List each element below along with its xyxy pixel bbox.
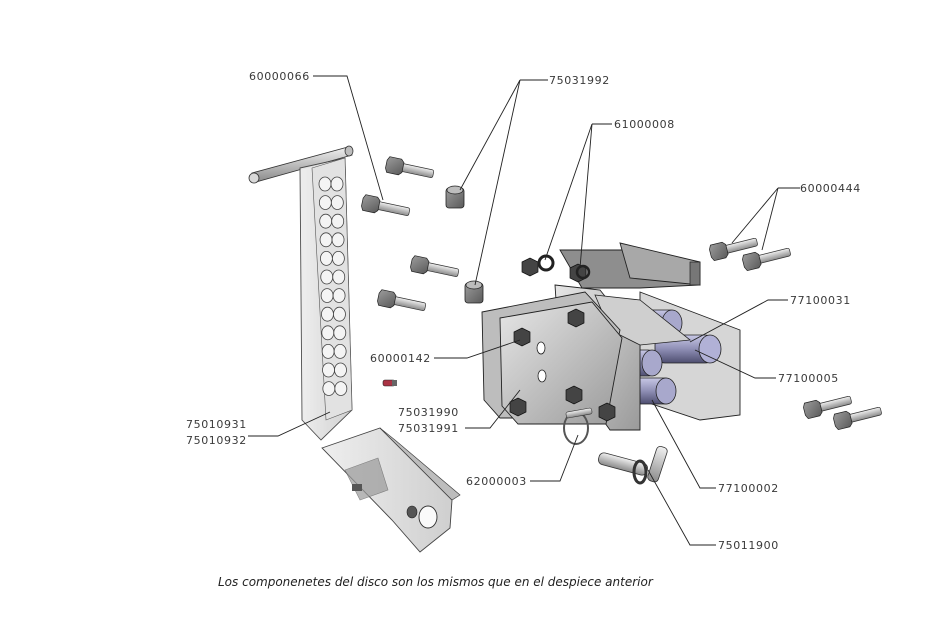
spacer-icon [446,186,464,208]
arm-hole [320,251,332,265]
label-75031990: 75031990 [398,406,459,419]
arm-hole [332,233,344,247]
arm-hole [321,289,333,303]
arm-hole [335,363,347,377]
label-77100002: 77100002 [718,482,779,495]
arm-hole [331,177,343,191]
arm-hole [332,214,344,228]
label-77100031: 77100031 [790,294,851,307]
arm-hole [323,382,335,396]
arm-hole [320,214,332,228]
bolt-icon [410,255,460,281]
hitch-pin-icon [597,445,668,483]
label-62000003: 62000003 [466,475,527,488]
diagram-caption: Los componenetes del disco son los mismo… [218,575,654,589]
lynch-pin-icon [564,408,592,444]
label-60000066: 60000066 [249,70,310,83]
label-77100005: 77100005 [778,372,839,385]
adjustable-arm [249,146,460,552]
arm-lower-bracket [322,428,460,552]
arm-hole [333,307,345,321]
arm-hole [321,270,333,284]
arm-hole [322,344,334,358]
label-75010931: 75010931 [186,418,247,431]
main-bracket-assembly [482,243,740,430]
label-60000444: 60000444 [800,182,861,195]
arm-hole [334,326,346,340]
arm-hole [331,196,343,210]
arm-hole [333,270,345,284]
arm-hole [333,289,345,303]
arm-hole [334,344,346,358]
label-75031992: 75031992 [549,74,610,87]
nut-icon [522,258,538,276]
label-75010932: 75010932 [186,434,247,447]
arm-hole [319,196,331,210]
bolt-icon [832,403,882,430]
arm-hole [319,177,331,191]
bolt-icon [361,194,411,220]
arm-hole [320,233,332,247]
arm-hole [321,307,333,321]
label-60000142: 60000142 [370,352,431,365]
grease-nipple-icon [383,380,397,386]
bolt-icon [385,156,435,182]
arm-hole [332,251,344,265]
bolt-icon [377,289,427,315]
arm-hole [335,382,347,396]
label-75011900: 75011900 [718,539,779,552]
label-75031991: 75031991 [398,422,459,435]
arm-hole [322,326,334,340]
spacer-icon [465,281,483,303]
label-61000008: 61000008 [614,118,675,131]
arm-hole [323,363,335,377]
